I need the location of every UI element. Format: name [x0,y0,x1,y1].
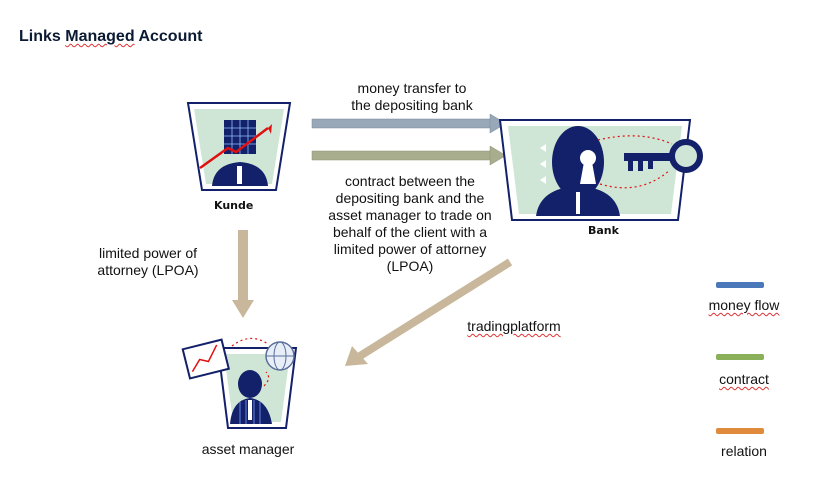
contract-label: contract between the depositing bank and… [312,173,508,275]
lpoa-arrow [232,230,254,318]
legend-bar-relation [716,428,764,434]
growth-chart-person-icon [186,102,292,191]
money-transfer-line-2: the depositing bank [351,97,473,113]
money-transfer-arrow [311,113,507,134]
contract-line-4: behalf of the client with a [332,224,488,240]
kunde-label: Kunde [214,199,254,212]
money-transfer-label: money transfer to the depositing bank [332,80,492,114]
title-word-1: Links [19,28,61,45]
contract-line-6: (LPOA) [386,258,434,274]
contract-line-5: limited power of attorney [333,241,487,257]
tradingplatform-arrow [345,258,513,366]
contract-line-3: asset manager to trade on [328,207,492,223]
tradingplatform-label: tradingplatform [467,318,561,334]
lpoa-label: limited power of attorney (LPOA) [86,245,210,279]
title-word-2: Managed [65,28,135,45]
lpoa-line-1: limited power of [98,245,198,261]
legend-label-contract: contract [719,371,769,387]
title-word-3: Account [138,28,203,45]
lpoa-line-2: attorney (LPOA) [97,262,199,278]
legend-label-money-flow: money flow [708,297,780,313]
contract-arrow [311,145,507,166]
contract-line-1: contract between the [345,173,475,189]
asset-manager-label: asset manager [201,441,295,457]
keyhole-key-person-icon [498,119,703,221]
legend-label-relation: relation [721,443,767,459]
page-title: Links Managed Account [19,28,202,46]
contract-line-2: depositing bank and the [335,190,485,206]
bank-label: Bank [588,224,619,237]
chart-globe-person-icon [181,337,298,429]
money-transfer-line-1: money transfer to [357,80,467,96]
legend-bar-money-flow [716,282,764,288]
legend-bar-contract [716,354,764,360]
